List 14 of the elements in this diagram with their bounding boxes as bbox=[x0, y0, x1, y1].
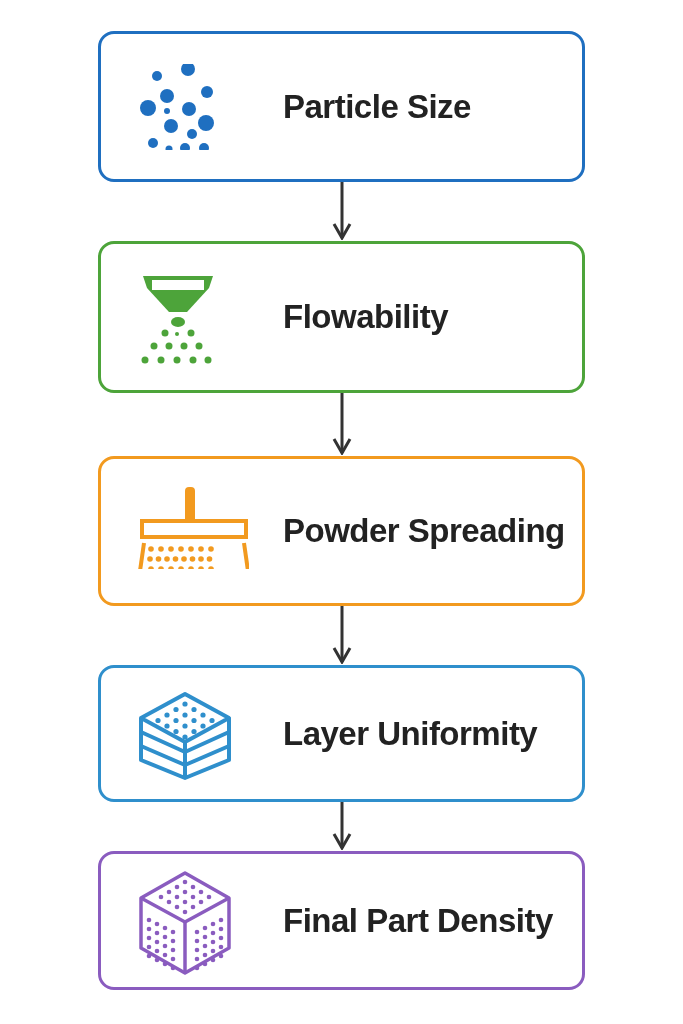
arrow bbox=[332, 393, 352, 455]
step-box bbox=[98, 851, 585, 990]
step-box bbox=[98, 456, 585, 606]
step-box bbox=[98, 241, 585, 393]
step-label: Flowability bbox=[283, 298, 448, 336]
step-box bbox=[98, 31, 585, 182]
arrow bbox=[332, 802, 352, 850]
step-box bbox=[98, 665, 585, 802]
step-label: Final Part Density bbox=[283, 901, 553, 940]
step-label: Layer Uniformity bbox=[283, 714, 538, 753]
step-label: Particle Size bbox=[283, 87, 471, 126]
step-label: Powder Spreading bbox=[283, 512, 565, 550]
arrow bbox=[332, 606, 352, 664]
arrow bbox=[332, 182, 352, 240]
